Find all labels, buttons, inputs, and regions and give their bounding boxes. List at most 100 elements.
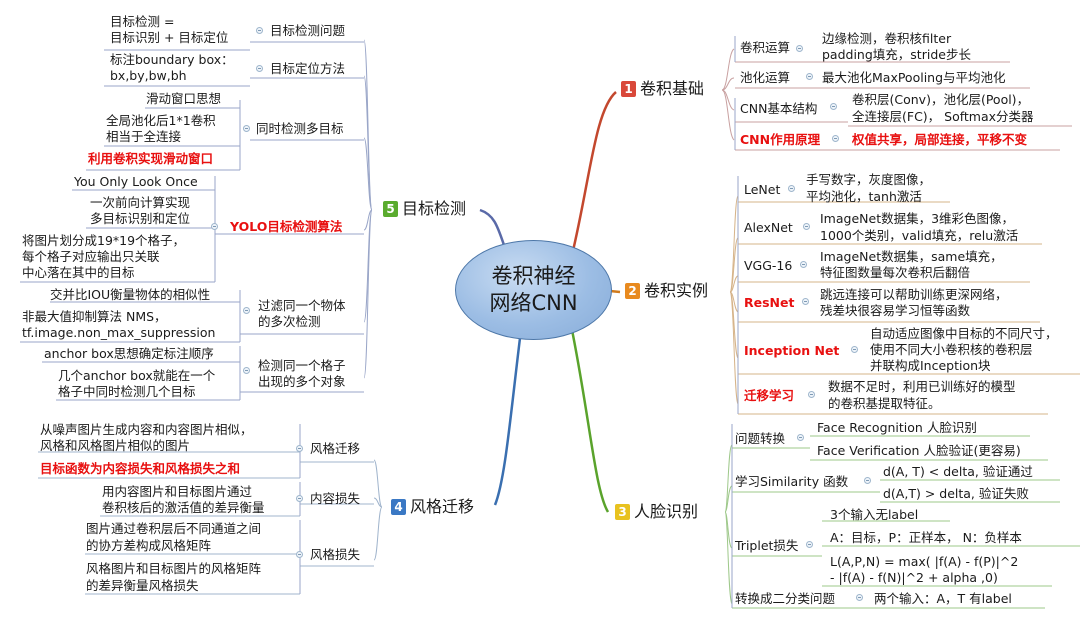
node-nms-d2: 非最大值抑制算法 NMS， xyxy=(22,309,167,324)
branch-object-detection[interactable]: 5 目标检测 xyxy=(378,198,471,220)
node-style-loss[interactable]: 风格损失 xyxy=(310,547,361,562)
badge-3-icon: 3 xyxy=(615,504,630,520)
badge-4-icon: 4 xyxy=(391,499,406,515)
node-triplet-d1: 3个输入无label xyxy=(830,507,919,522)
minus-circle-icon[interactable] xyxy=(243,307,250,314)
node-triplet-d4: - |f(A) - f(N)|^2 + alpha ,0) xyxy=(830,570,998,585)
node-similarity[interactable]: 学习Similarity 函数 xyxy=(735,474,849,489)
minus-circle-icon[interactable] xyxy=(808,391,815,398)
minus-circle-icon[interactable] xyxy=(803,223,810,230)
minus-circle-icon[interactable] xyxy=(856,594,863,601)
node-nms-d1: 交并比IOU衡量物体的相似性 xyxy=(50,287,211,302)
node-vgg16-d2: 特征图数量每次卷积后翻倍 xyxy=(820,265,971,280)
node-style-loss-d2: 的协方差构成风格矩阵 xyxy=(86,538,212,553)
node-yolo-d3: 多目标识别和定位 xyxy=(90,211,191,226)
node-similarity-d1: d(A, T) < delta, 验证通过 xyxy=(883,464,1033,479)
badge-5-icon: 5 xyxy=(383,201,398,217)
branch-label: 风格迁移 xyxy=(410,497,475,516)
node-style-transfer-d2: 风格和风格图片相似的图片 xyxy=(40,438,191,453)
node-anchor[interactable]: 检测同一个格子 xyxy=(258,358,346,373)
node-nms[interactable]: 过滤同一个物体 xyxy=(258,298,346,313)
node-anchor-d3: 格子中同时检测几个目标 xyxy=(58,384,196,399)
minus-circle-icon[interactable] xyxy=(211,223,218,230)
node-cnn-structure-d2: 全连接层(FC)， Softmax分类器 xyxy=(852,109,1034,124)
central-topic[interactable]: 卷积神经 网络CNN xyxy=(455,240,612,340)
branch-conv-examples[interactable]: 2 卷积实例 xyxy=(620,280,713,302)
node-cnn-structure[interactable]: CNN基本结构 xyxy=(740,101,818,116)
minus-circle-icon[interactable] xyxy=(243,125,250,132)
node-cnn-principle-d: 权值共享，局部连接，平移不变 xyxy=(852,132,1028,147)
node-content-loss[interactable]: 内容损失 xyxy=(310,491,361,506)
node-pool-op-d: 最大池化MaxPooling与平均池化 xyxy=(822,70,1006,85)
node-yolo-d6: 中心落在其中的目标 xyxy=(22,265,135,280)
minus-circle-icon[interactable] xyxy=(296,445,303,452)
branch-label: 卷积实例 xyxy=(644,281,709,300)
node-yolo[interactable]: YOLO目标检测算法 xyxy=(230,219,343,234)
minus-circle-icon[interactable] xyxy=(800,261,807,268)
minus-circle-icon[interactable] xyxy=(296,551,303,558)
branch-label: 目标检测 xyxy=(402,199,467,218)
branch-conv-basics[interactable]: 1 卷积基础 xyxy=(616,78,709,100)
node-inception-d3: 并联构成Inception块 xyxy=(870,358,991,373)
node-style-loss-d1: 图片通过卷积层后不同通道之间 xyxy=(86,521,262,536)
node-anchor-d1: anchor box思想确定标注顺序 xyxy=(44,346,214,361)
node-alexnet-d1: ImageNet数据集，3维彩色图像， xyxy=(820,211,1015,226)
link-center-b5 xyxy=(479,208,507,249)
node-cnn-principle[interactable]: CNN作用原理 xyxy=(740,132,821,147)
node-vgg16[interactable]: VGG-16 xyxy=(744,258,793,273)
node-style-transfer[interactable]: 风格迁移 xyxy=(310,441,361,456)
node-localization-d1: 标注boundary box： xyxy=(110,52,234,67)
node-binary-d: 两个输入：A，T 有label xyxy=(874,591,1012,606)
node-problem-d1: Face Recognition 人脸识别 xyxy=(817,420,977,435)
node-problem-transform[interactable]: 问题转换 xyxy=(735,431,786,446)
node-localization[interactable]: 目标定位方法 xyxy=(270,61,346,76)
node-content-loss-d2: 卷积核后的激活值的差异衡量 xyxy=(102,500,265,515)
node-inception[interactable]: Inception Net xyxy=(744,343,840,358)
node-cnn-structure-d1: 卷积层(Conv)，池化层(Pool)， xyxy=(852,92,1030,107)
minus-circle-icon[interactable] xyxy=(802,298,809,305)
node-transfer[interactable]: 迁移学习 xyxy=(744,388,795,403)
node-binary[interactable]: 转换成二分类问题 xyxy=(735,591,836,606)
node-yolo-d1: You Only Look Once xyxy=(74,174,198,189)
node-multi-target-d3: 相当于全连接 xyxy=(106,129,182,144)
minus-circle-icon[interactable] xyxy=(806,541,813,548)
minus-circle-icon[interactable] xyxy=(256,27,263,34)
node-problem-d2: Face Verification 人脸验证(更容易) xyxy=(817,443,1021,458)
node-vgg16-d1: ImageNet数据集，same填充， xyxy=(820,249,1003,264)
badge-1-icon: 1 xyxy=(621,81,636,97)
minus-circle-icon[interactable] xyxy=(296,495,303,502)
node-detection-problem-d2: 目标识别 + 目标定位 xyxy=(110,30,229,45)
node-multi-target[interactable]: 同时检测多目标 xyxy=(256,121,344,136)
node-anchor-d2: 几个anchor box就能在一个 xyxy=(58,368,216,383)
node-triplet[interactable]: Triplet损失 xyxy=(735,538,799,553)
minus-circle-icon[interactable] xyxy=(864,477,871,484)
node-pool-op[interactable]: 池化运算 xyxy=(740,70,791,85)
link-center-b3 xyxy=(570,329,610,513)
branch-face-recognition[interactable]: 3 人脸识别 xyxy=(610,501,703,523)
central-topic-line1: 卷积神经 xyxy=(491,264,576,288)
node-lenet[interactable]: LeNet xyxy=(744,182,781,197)
node-conv-op-d1: 边缘检测，卷积核filter xyxy=(822,31,952,46)
branch-style-transfer[interactable]: 4 风格迁移 xyxy=(386,496,479,518)
node-multi-target-d1: 滑动窗口思想 xyxy=(146,91,222,106)
node-multi-target-d2: 全局池化后1*1卷积 xyxy=(106,113,216,128)
minus-circle-icon[interactable] xyxy=(832,135,839,142)
minus-circle-icon[interactable] xyxy=(243,367,250,374)
node-style-loss-d3: 风格图片和目标图片的风格矩阵 xyxy=(86,561,262,576)
node-style-transfer-d3: 目标函数为内容损失和风格损失之和 xyxy=(40,461,241,476)
link-center-b1 xyxy=(570,91,617,256)
badge-2-icon: 2 xyxy=(625,283,640,299)
node-alexnet[interactable]: AlexNet xyxy=(744,220,793,235)
minus-circle-icon[interactable] xyxy=(797,434,804,441)
minus-circle-icon[interactable] xyxy=(788,185,795,192)
node-localization-d2: bx,by,bw,bh xyxy=(110,68,187,83)
node-resnet[interactable]: ResNet xyxy=(744,295,795,310)
node-similarity-d2: d(A,T) > delta, 验证失败 xyxy=(883,486,1029,501)
minus-circle-icon[interactable] xyxy=(256,65,263,72)
minus-circle-icon[interactable] xyxy=(830,103,837,110)
node-detection-problem[interactable]: 目标检测问题 xyxy=(270,23,346,38)
minus-circle-icon[interactable] xyxy=(806,73,813,80)
minus-circle-icon[interactable] xyxy=(796,45,803,52)
node-conv-op[interactable]: 卷积运算 xyxy=(740,40,791,55)
minus-circle-icon[interactable] xyxy=(851,346,858,353)
